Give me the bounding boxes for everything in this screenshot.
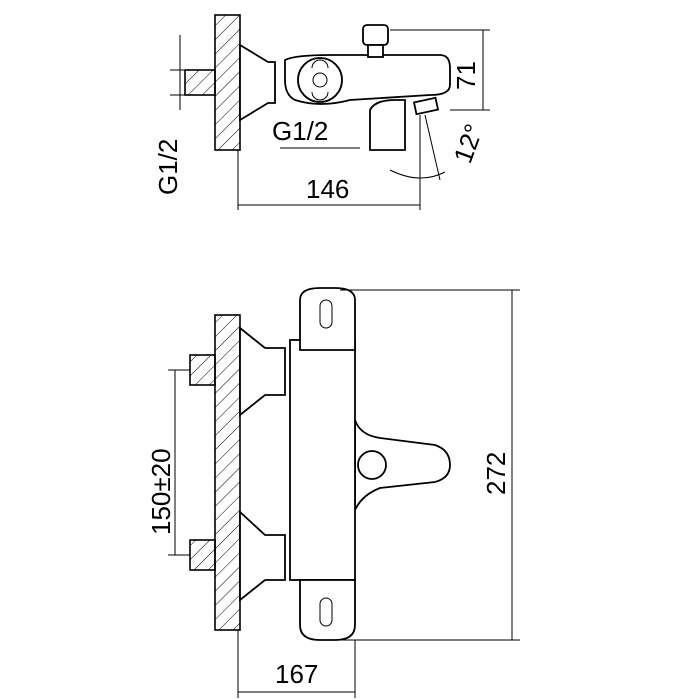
bottom-cap: [299, 579, 356, 641]
handle-knob: [297, 57, 343, 103]
top-depth-dimension: 146: [306, 174, 349, 204]
front-height-dimension: 272: [481, 452, 511, 495]
diverter-button: [362, 24, 389, 46]
top-cap: [299, 287, 356, 351]
outlet-thread-label: G1/2: [272, 116, 328, 146]
inlet-thread-label: G1/2: [153, 139, 183, 195]
lower-escutcheon: [239, 509, 286, 602]
knob-grip: [311, 59, 329, 101]
top-height-dimension: 71: [451, 61, 481, 90]
center-distance-dimension: 150±20: [146, 448, 176, 535]
lower-nipple: [189, 539, 216, 571]
inlet-nipple: [184, 69, 216, 96]
upper-escutcheon: [239, 326, 286, 417]
lever: [354, 419, 451, 511]
spout-angle: 12°: [447, 120, 489, 167]
lever-hub: [357, 450, 387, 480]
mixer-body: [289, 339, 356, 581]
wall-section: [214, 314, 241, 631]
upper-nipple: [189, 354, 216, 386]
front-depth-dimension: 167: [275, 659, 318, 689]
spout: [369, 99, 406, 151]
escutcheon: [239, 43, 276, 122]
front-view: 150±20 272 167: [146, 287, 520, 698]
wall-section: [214, 14, 241, 151]
top-view: G1/2 G1/2 146 71 12°: [153, 14, 490, 210]
